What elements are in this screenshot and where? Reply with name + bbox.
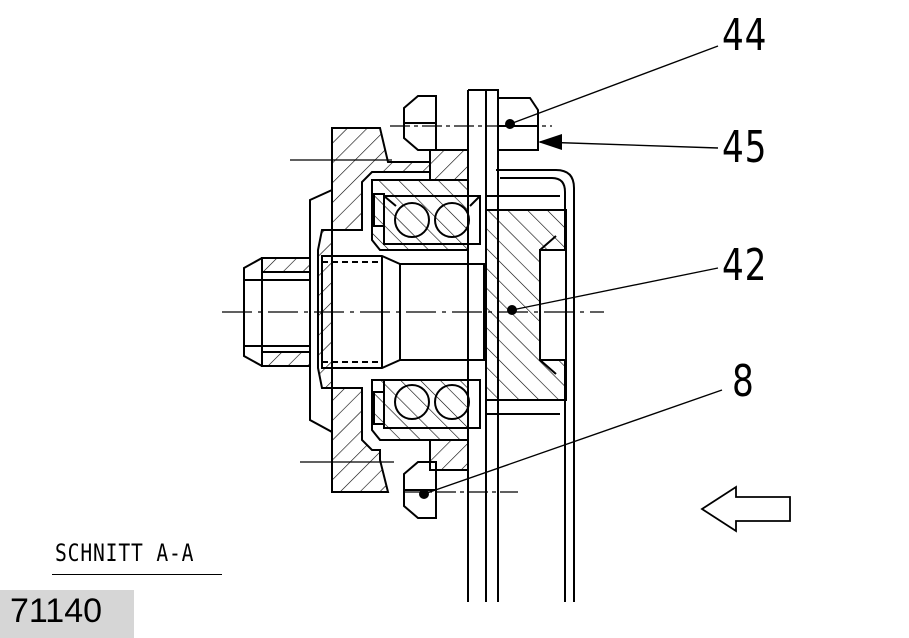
bolt-bottom: [403, 461, 437, 519]
bearing-housing-top: [371, 149, 469, 251]
direction-arrow: [700, 485, 791, 533]
section-label-underline: [52, 574, 222, 575]
leader-dots: [419, 119, 562, 499]
leader-lines: [423, 45, 723, 495]
section-label: SCHNITT A-A: [55, 539, 195, 567]
callout-42: 42: [722, 240, 768, 291]
frame-plates: [467, 89, 575, 602]
bearing-upper: [383, 195, 481, 245]
bolt-top: [403, 95, 539, 151]
shaft: [321, 255, 485, 369]
callout-8: 8: [732, 356, 755, 407]
reference-number: 71140: [10, 592, 103, 630]
hub-block-42: [485, 195, 567, 415]
callout-45: 45: [722, 122, 768, 173]
retaining-rings: [373, 193, 385, 425]
shaft-end: [243, 257, 311, 367]
callout-44: 44: [722, 10, 768, 61]
reference-box: 71140: [0, 590, 134, 638]
bearing-housing-bottom: [371, 379, 469, 471]
